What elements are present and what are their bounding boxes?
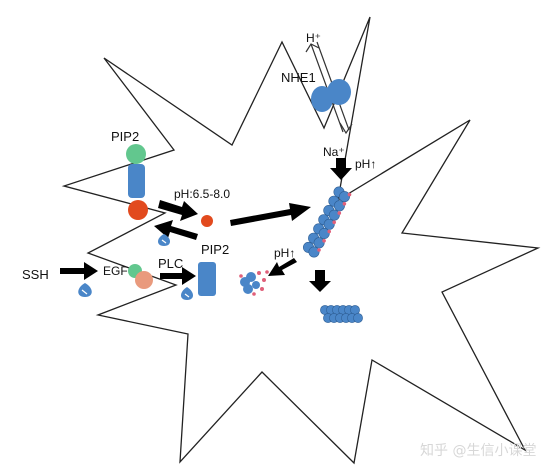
filament-pink-dot xyxy=(347,192,352,197)
cofilin-drop-upper xyxy=(158,234,170,246)
plc-to-pip2-arrow xyxy=(160,267,196,285)
h-ion-label: H⁺ xyxy=(306,31,321,45)
filament-pink-dot xyxy=(337,211,342,215)
filament-pink-dot xyxy=(322,239,326,243)
filament-bead xyxy=(323,218,335,230)
actin-filament xyxy=(302,186,352,258)
filament-bead xyxy=(313,237,325,249)
ph-range-label: pH:6.5-8.0 xyxy=(174,187,230,201)
pip2-mid-label: PIP2 xyxy=(201,242,229,257)
filament-bead xyxy=(338,191,350,203)
pip2-body-blue xyxy=(128,164,145,198)
nhe1-transporter xyxy=(311,79,351,112)
filament-bead xyxy=(318,228,330,240)
pip2-to-red-arrow xyxy=(158,200,198,221)
filament-bundle xyxy=(320,305,363,323)
filament-bead xyxy=(308,246,320,258)
ssh-to-egf-arrow xyxy=(60,262,98,280)
pip2-tail-red xyxy=(128,200,148,220)
pip2-top-label: PIP2 xyxy=(111,129,139,144)
cofilin-drop-left xyxy=(78,283,92,297)
ph-up-top-label: pH↑ xyxy=(355,157,376,171)
bundle-bead xyxy=(353,313,363,323)
nhe1-label: NHE1 xyxy=(281,70,316,85)
plc-label: PLC xyxy=(158,256,183,271)
watermark: 知乎 @生信小课堂 xyxy=(420,442,536,459)
filament-pink-dot xyxy=(327,229,332,234)
na-ion-label: Na⁺ xyxy=(323,145,345,159)
filament-down-arrow xyxy=(309,270,331,292)
filament-pink-dot xyxy=(332,220,337,225)
pip2-mid-body xyxy=(198,262,216,296)
cell-outline xyxy=(61,16,541,465)
na-down-arrow xyxy=(330,158,352,180)
red-to-filament-arrow xyxy=(230,203,311,226)
ph-up-mid-label: pH↑ xyxy=(274,246,295,260)
egf-label: EGF xyxy=(103,264,128,278)
filament-to-monomers-arrow xyxy=(268,258,297,276)
filament-bead xyxy=(328,209,340,221)
filament-bead xyxy=(333,200,345,212)
free-monomers xyxy=(239,270,269,296)
egf-receptor-salmon xyxy=(135,271,153,289)
pip2-head-green xyxy=(126,144,146,164)
filament-pink-dot xyxy=(317,248,321,252)
filament-pink-dot xyxy=(342,202,347,206)
released-red-dot xyxy=(201,215,213,227)
cofilin-drop-lower xyxy=(181,287,193,300)
ssh-label: SSH xyxy=(22,267,49,282)
